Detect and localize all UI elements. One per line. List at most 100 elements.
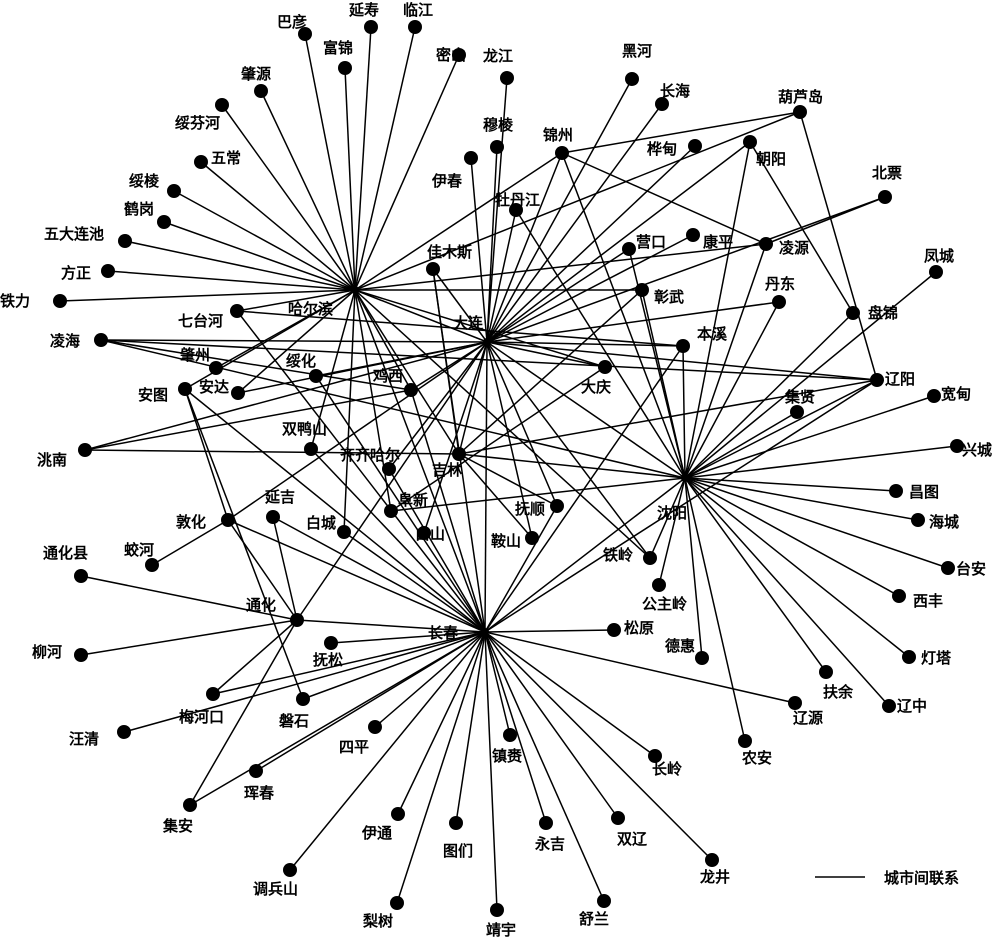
node-daqing: [598, 360, 612, 374]
label-baicheng: 白城: [306, 514, 336, 532]
edge-changchun-qiqihar: [388, 468, 486, 633]
node-dunhua: [221, 513, 235, 527]
edge-harbin-wudalianchi: [124, 240, 356, 291]
label-huadian: 桦甸: [647, 140, 677, 158]
edge-changchun-wangqing: [123, 631, 486, 733]
node-fengcheng: [929, 265, 943, 279]
edge-dalian-jilin: [458, 341, 488, 455]
node-antu: [178, 382, 192, 396]
edge-changchun-lishu: [396, 631, 486, 904]
edge-shenyang-jixian: [684, 411, 798, 479]
edge-chaoyang-panjin: [749, 141, 854, 314]
edge-shenyang-nongan: [684, 477, 746, 742]
node-jinzhou: [555, 146, 569, 160]
node-panjin: [846, 306, 860, 320]
label-yichun: 伊春: [431, 172, 462, 190]
edge-taonan-jixi: [84, 389, 412, 451]
node-zhaozhou: [209, 361, 223, 375]
node-changtu: [889, 484, 903, 498]
label-hegang: 鹤岗: [124, 200, 154, 218]
edge-jilin-liaoyang: [458, 379, 878, 455]
label-fuxin: 阜新: [398, 491, 428, 509]
edge-shenyang-taian: [684, 477, 949, 569]
node-hunchun: [249, 764, 263, 778]
node-liaoyang: [870, 373, 884, 387]
node-linghai: [94, 333, 108, 347]
label-longjing: 龙井: [699, 868, 730, 886]
label-jixian: 集贤: [784, 388, 815, 406]
node-suiling: [167, 184, 181, 198]
edge-changchun-shuangliao: [484, 631, 619, 819]
label-diaobingshan: 调兵山: [253, 880, 298, 898]
node-zhenlai: [503, 728, 517, 742]
label-muling: 穆棱: [483, 116, 514, 134]
label-dengta: 灯塔: [921, 649, 952, 667]
node-baicheng: [337, 525, 351, 539]
label-taian: 台安: [956, 560, 986, 578]
node-huludao: [793, 105, 807, 119]
edge-dalian-changhai: [486, 103, 663, 343]
edge-changchun-changling: [484, 631, 656, 757]
edge-dalian-daqing: [486, 341, 606, 368]
label-jilin: 吉林: [432, 461, 463, 479]
label-qitaihe: 七台河: [178, 312, 223, 330]
node-yitong: [391, 807, 405, 821]
label-liaoyuan: 辽源: [793, 709, 823, 727]
label-xingcheng: 兴城: [962, 441, 992, 459]
edge-changchun-siping: [374, 631, 486, 728]
edge-shenyang-fengcheng: [684, 271, 937, 479]
edge-changchun-yongji: [484, 631, 547, 824]
label-tumen: 图们: [443, 842, 473, 860]
edge-shenyang-xingcheng: [684, 445, 958, 479]
node-yichun: [464, 151, 478, 165]
label-harbin: 哈尔滨: [288, 300, 333, 318]
label-liaozhong: 辽中: [897, 697, 927, 715]
node-fushun: [550, 499, 564, 513]
label-wudalianchi: 五大连池: [44, 225, 104, 243]
edge-jilin-anshan: [458, 453, 533, 539]
node-shuangliao: [611, 811, 625, 825]
node-siping: [368, 720, 382, 734]
edge-changchun-jingyu: [484, 631, 498, 911]
label-yongji: 永吉: [534, 835, 565, 853]
label-shuangyashan: 双鸭山: [282, 420, 327, 438]
edge-linghai-liaoyang: [100, 339, 878, 381]
edge-dalian-heihe: [486, 78, 633, 343]
edge-tonghua-meihekou: [212, 619, 298, 695]
edge-shenyang-changchun: [484, 477, 686, 633]
edge-shenyang-fuyu: [684, 477, 827, 673]
label-lingyuan: 凌源: [779, 239, 809, 257]
edge-changchun-qitaihe: [236, 310, 486, 633]
edge-shenyang-dengta: [684, 477, 910, 658]
label-linjiang: 临江: [403, 1, 433, 19]
edge-dalian-taonan: [84, 341, 488, 451]
node-fuxin: [384, 504, 398, 518]
label-panshi: 磐石: [278, 712, 309, 730]
edge-shenyang-yingkou: [628, 248, 686, 479]
edge-linghai-jixi: [100, 339, 412, 391]
edge-dalian-baishan: [423, 341, 488, 534]
label-heihe: 黑河: [622, 42, 652, 60]
label-haicheng: 海城: [929, 513, 959, 531]
node-zhangwu: [635, 283, 649, 297]
node-dengta: [902, 650, 916, 664]
label-taonan: 洮南: [37, 451, 67, 469]
edge-antu-dunhua: [184, 388, 229, 521]
edge-harbin-changchun: [354, 289, 486, 633]
legend-label: 城市间联系: [884, 869, 959, 887]
edge-shenyang-haicheng: [684, 477, 919, 521]
node-dandong: [772, 295, 786, 309]
label-dalian: 大连: [453, 314, 484, 332]
edge-jiamusi-jilin: [432, 268, 460, 455]
label-xifeng: 西丰: [913, 592, 943, 610]
node-hegang: [157, 215, 171, 229]
label-anshan: 鞍山: [491, 532, 521, 550]
label-zhaozhou: 肇州: [179, 346, 210, 364]
node-tieling: [643, 551, 657, 565]
node-zhaoyuan: [254, 84, 268, 98]
edge-harbin-yanshou: [354, 26, 372, 291]
edge-shenyang-dandong: [684, 301, 780, 479]
label-zhangwu: 彰武: [654, 288, 684, 306]
node-songyuan: [607, 623, 621, 637]
label-baishan: 白山: [415, 525, 445, 543]
